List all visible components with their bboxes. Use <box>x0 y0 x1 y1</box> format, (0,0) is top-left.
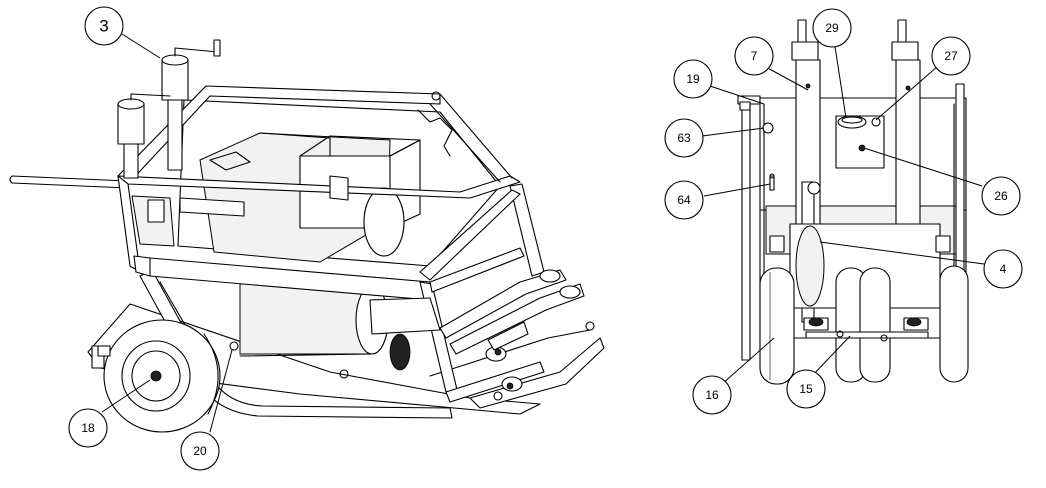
callout-26: 26 <box>981 176 1021 216</box>
outer-frame <box>117 85 545 403</box>
rear-wheel-left <box>91 319 221 433</box>
isometric-machine-view <box>9 39 605 433</box>
callout-label-29: 29 <box>825 21 839 35</box>
callout-label-27: 27 <box>944 49 958 63</box>
front-linkage-rollers <box>339 269 595 401</box>
callout-label-3: 3 <box>99 17 108 36</box>
lower-drum <box>769 223 951 309</box>
callout-16: 16 <box>692 375 732 415</box>
rear-handle <box>737 95 761 361</box>
callout-7: 7 <box>734 36 774 76</box>
panel-features <box>762 122 775 191</box>
callout-label-64: 64 <box>677 193 691 207</box>
callout-29: 29 <box>812 8 852 48</box>
fuel-tank-cap <box>835 115 885 169</box>
callout-27: 27 <box>931 36 971 76</box>
callout-label-63: 63 <box>677 131 691 145</box>
column-right <box>891 19 921 257</box>
callout-label-18: 18 <box>81 421 95 435</box>
callout-label-7: 7 <box>751 49 758 63</box>
callout-19: 19 <box>673 59 713 99</box>
leader-lines <box>101 33 985 433</box>
handle-bar <box>9 175 129 189</box>
callout-3: 3 <box>84 6 124 46</box>
callout-15: 15 <box>786 369 826 409</box>
callout-label-19: 19 <box>686 72 700 86</box>
callout-label-26: 26 <box>994 189 1008 203</box>
callout-18: 18 <box>68 408 108 448</box>
callout-64: 64 <box>664 180 704 220</box>
front-elevation-view <box>737 19 969 385</box>
wheels <box>759 265 969 385</box>
callout-label-20: 20 <box>193 444 207 458</box>
callout-4: 4 <box>983 249 1023 289</box>
callout-label-15: 15 <box>799 382 813 396</box>
base-cross-bar <box>803 317 929 342</box>
pivot-pin <box>229 341 239 351</box>
callout-20: 20 <box>180 431 220 471</box>
callout-63: 63 <box>664 118 704 158</box>
callout-label-16: 16 <box>705 388 719 402</box>
height-crank-assemblies <box>117 39 221 179</box>
callout-label-4: 4 <box>1000 262 1007 276</box>
